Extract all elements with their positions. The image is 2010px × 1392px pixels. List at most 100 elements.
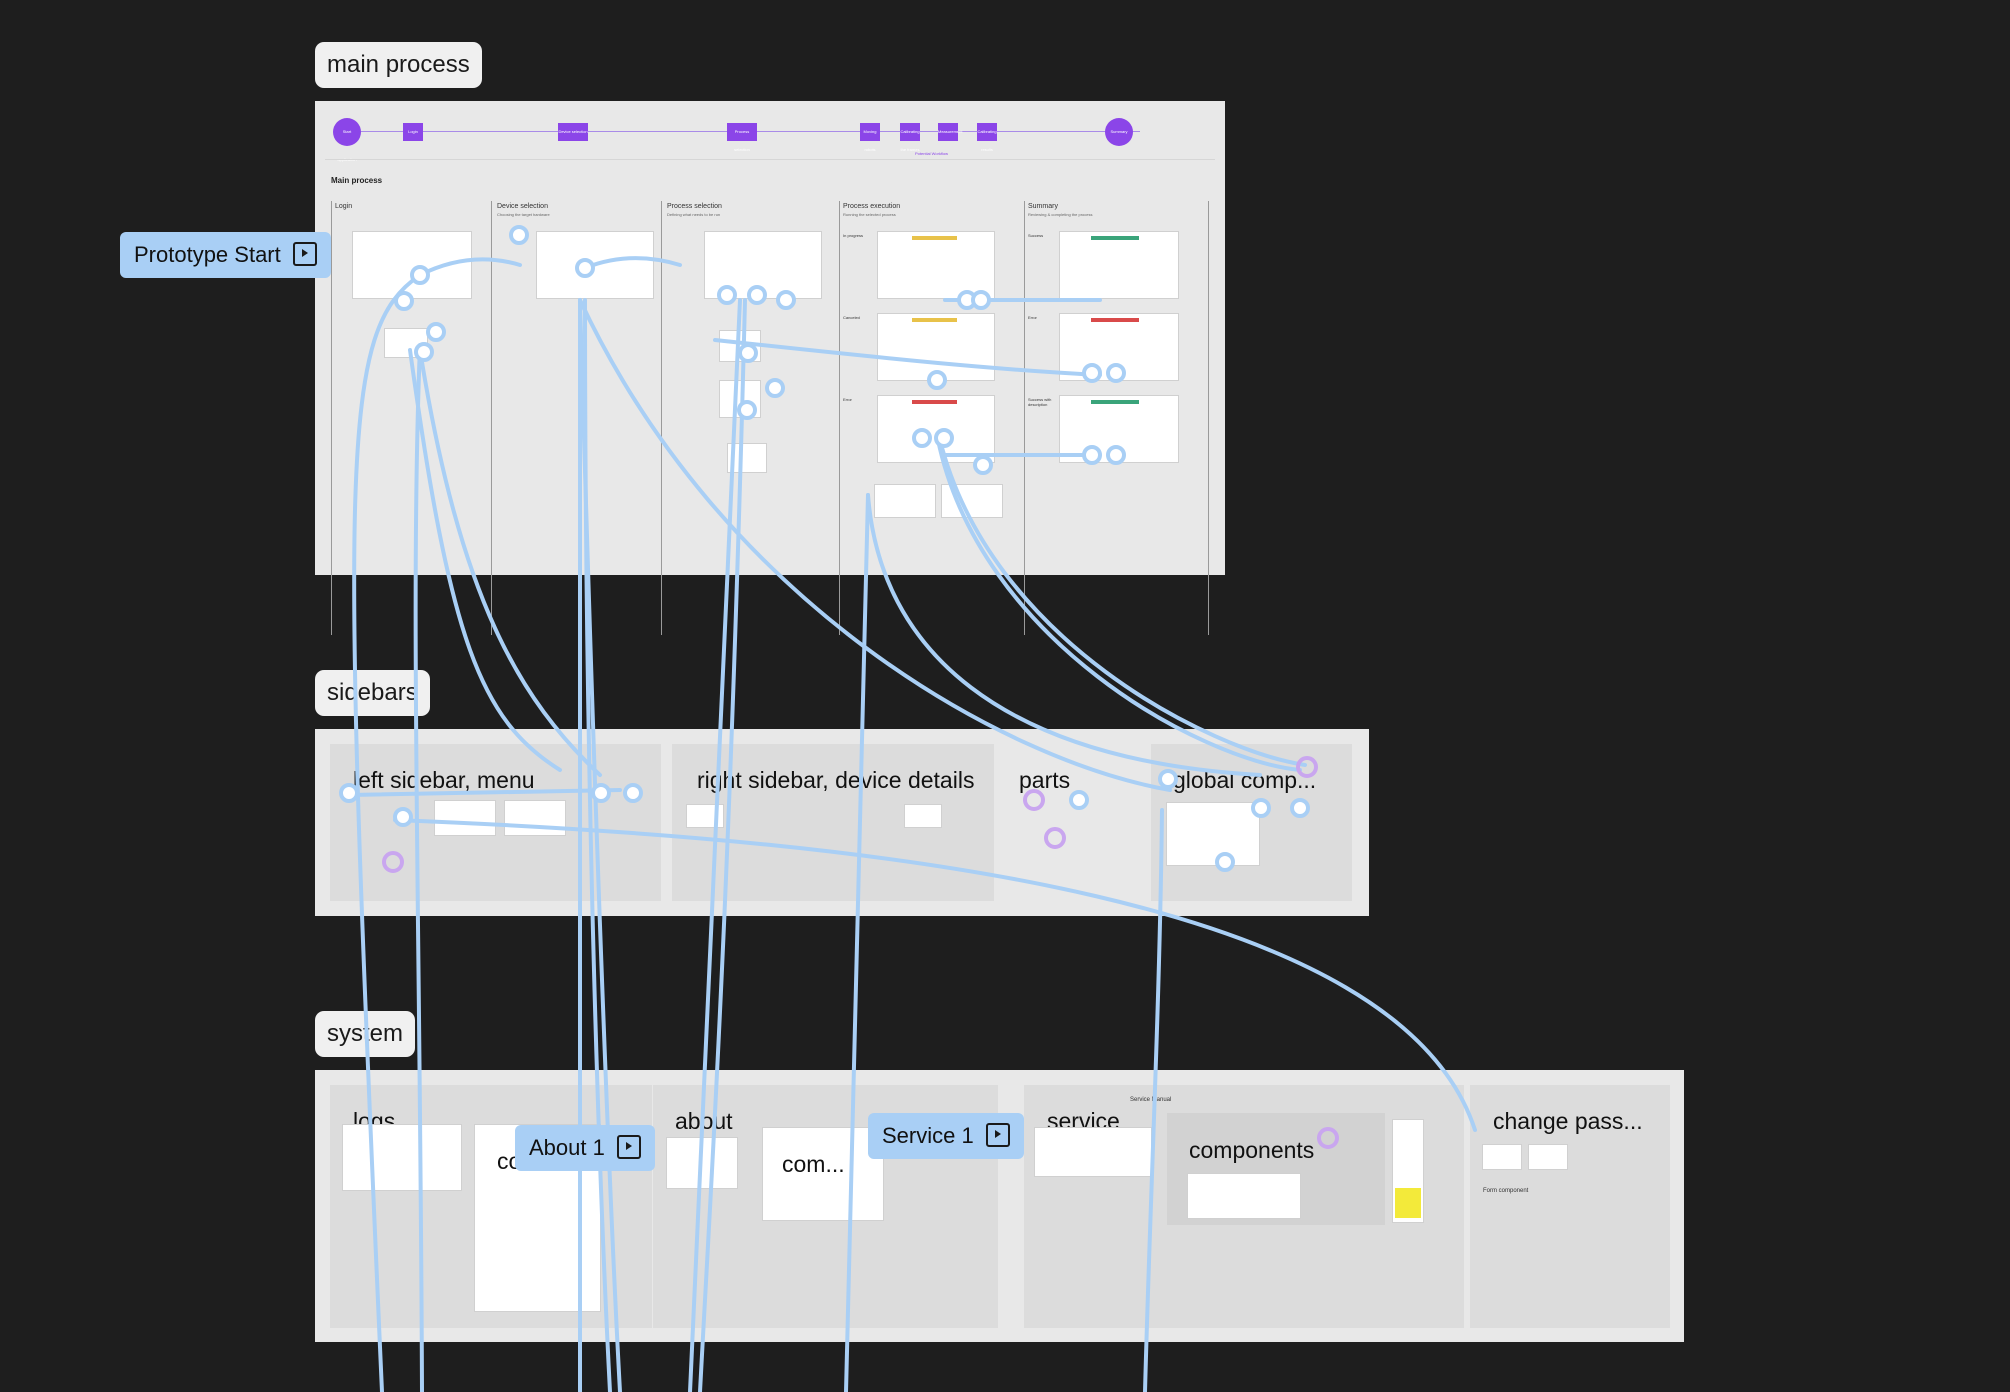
column-title-execution: Process execution — [843, 203, 901, 210]
frame-left-menu[interactable] — [435, 801, 495, 835]
exec-row-in-progress: In progress — [843, 233, 864, 238]
timeline-step-results[interactable]: Calibrating results — [977, 123, 997, 152]
panel-left-sidebar[interactable] — [330, 744, 661, 901]
column-sub-process: Defining what needs to be run — [667, 212, 721, 217]
connector-handle — [1290, 798, 1310, 818]
connector-line — [418, 348, 602, 777]
connector-handle — [1251, 798, 1271, 818]
component-link-handle — [1044, 827, 1066, 849]
timeline-step-process[interactable]: Process selection — [727, 123, 757, 152]
connector-handle — [927, 370, 947, 390]
timeline-end-node[interactable]: Summary — [1105, 118, 1133, 146]
flow-service-1[interactable]: Service 1 — [868, 1113, 1024, 1159]
frame-service[interactable] — [1035, 1128, 1151, 1176]
timeline-step-login[interactable]: Login — [403, 123, 423, 141]
column-title-summary: Summary — [1028, 203, 1058, 210]
timeline-step-measurement[interactable]: Measurement — [938, 123, 962, 141]
flow-about-1[interactable]: About 1 — [515, 1125, 655, 1171]
column-title-login: Login — [335, 203, 353, 210]
frame-exec-progress[interactable] — [878, 232, 994, 298]
connector-line — [352, 273, 422, 1392]
connector-handle — [912, 428, 932, 448]
frame-exec-canceled[interactable] — [878, 314, 994, 380]
flow-service-1-label: Service 1 — [882, 1123, 974, 1148]
connector-line — [348, 788, 622, 797]
flow-prototype-start-label: Prototype Start — [134, 242, 281, 267]
connector-handle — [737, 400, 757, 420]
connector-line — [1143, 808, 1164, 1392]
column-divider — [661, 201, 662, 635]
connector-handle — [1082, 363, 1102, 383]
timeline-separator — [325, 159, 1215, 160]
column-sub-execution: Running the selected process — [843, 212, 896, 217]
connector-handle — [339, 783, 359, 803]
column-divider — [331, 201, 332, 635]
flow-prototype-start[interactable]: Prototype Start — [120, 232, 331, 278]
frame-right-details-1[interactable] — [687, 805, 723, 827]
connector-line — [688, 298, 742, 1392]
connector-handle — [410, 265, 430, 285]
connector-handle — [393, 807, 413, 827]
connector-handle — [776, 290, 796, 310]
exec-progress-bar — [912, 236, 957, 240]
connector-line — [713, 338, 1102, 377]
main-process-section[interactable]: Start application Login Device selection… — [315, 101, 1225, 635]
connector-line — [936, 438, 1302, 772]
component-link-handle — [1023, 789, 1045, 811]
connector-handle — [738, 343, 758, 363]
frame-change-password-2[interactable] — [1529, 1145, 1567, 1169]
panel-title-com: com... — [782, 1151, 845, 1177]
form-component-label: Form component — [1483, 1188, 1529, 1194]
summary-error-bar — [1091, 318, 1139, 322]
timeline-note: Potential Workflow — [915, 151, 949, 156]
panel-title-components: components — [1189, 1137, 1315, 1163]
timeline-step-calibrating[interactable]: Calibrating the frames — [900, 123, 920, 152]
frame-global-dialog[interactable] — [1167, 803, 1259, 865]
frame-components-1[interactable] — [1188, 1174, 1300, 1218]
column-title-process: Process selection — [667, 203, 722, 210]
timeline-step-device[interactable]: Device selection — [558, 123, 588, 141]
section-label-main-process[interactable]: main process — [315, 42, 482, 88]
panel-title-change-password: change pass... — [1493, 1108, 1643, 1134]
connector-line — [578, 298, 622, 1392]
frame-exec-error[interactable] — [878, 396, 994, 462]
connector-handle — [575, 258, 595, 278]
frame-summary-success[interactable] — [1060, 232, 1178, 298]
frame-right-details-2[interactable] — [905, 805, 941, 827]
component-link-handle — [1317, 1127, 1339, 1149]
connector-handle — [1106, 363, 1126, 383]
panel-title-parts: parts — [1019, 767, 1071, 793]
frame-com[interactable] — [763, 1128, 883, 1220]
panel-change-password[interactable] — [1470, 1085, 1670, 1328]
connector-handle — [509, 225, 529, 245]
connector-handle — [394, 291, 414, 311]
connector-line — [866, 493, 1262, 777]
connector-line — [938, 438, 1307, 767]
component-link-handle — [382, 851, 404, 873]
summary-success-desc-bar — [1091, 400, 1139, 404]
connector-handle — [1106, 445, 1126, 465]
yellow-note — [1395, 1188, 1421, 1218]
connector-handle — [765, 378, 785, 398]
section-label-sidebars[interactable]: sidebars — [315, 670, 430, 716]
column-divider — [1208, 201, 1209, 635]
panel-title-global: global comp... — [1173, 767, 1317, 793]
frame-logs-table[interactable] — [343, 1125, 461, 1190]
timeline-step-moving[interactable]: Moving robots — [860, 123, 880, 152]
component-link-handle — [1296, 756, 1318, 778]
main-process-heading: Main process — [331, 176, 383, 185]
connector-handle — [934, 428, 954, 448]
connector-line — [393, 818, 1477, 1132]
frame-change-password-1[interactable] — [1483, 1145, 1521, 1169]
service-manual-label: Service Manual — [1130, 1097, 1172, 1103]
frame-exec-dialog-1[interactable] — [875, 485, 935, 517]
connector-handle — [1215, 852, 1235, 872]
connector-handle — [1082, 445, 1102, 465]
column-sub-device: Choosing the target hardware — [497, 212, 550, 217]
column-divider — [839, 201, 840, 635]
connector-handle — [971, 290, 991, 310]
panel-title-right-sidebar: right sidebar, device details — [697, 767, 975, 793]
connector-line — [844, 493, 870, 1392]
exec-row-canceled: Canceled — [843, 315, 860, 320]
connector-line — [408, 348, 562, 772]
